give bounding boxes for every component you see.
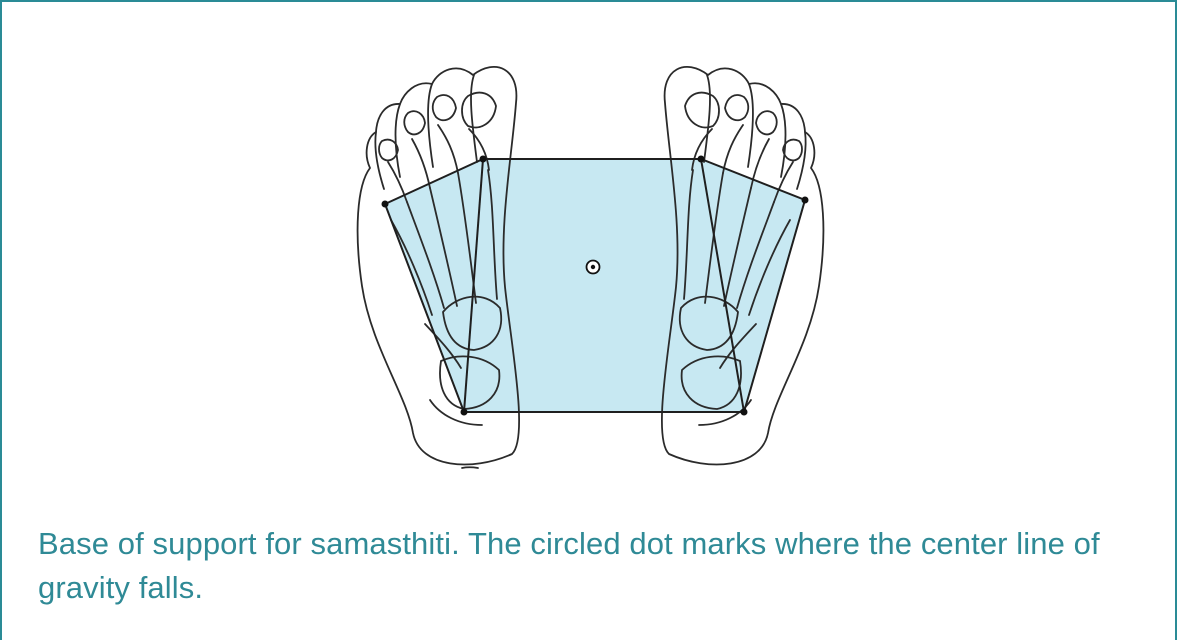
support-point xyxy=(480,156,487,163)
support-point xyxy=(802,197,809,204)
support-point xyxy=(741,409,748,416)
support-point xyxy=(461,409,468,416)
center-of-gravity-marker xyxy=(587,261,600,274)
support-point xyxy=(382,201,389,208)
base-of-support-polygon xyxy=(385,159,805,412)
base-of-support-diagram xyxy=(2,2,1177,502)
support-point xyxy=(698,156,705,163)
figure-caption: Base of support for samasthiti. The circ… xyxy=(38,522,1158,610)
